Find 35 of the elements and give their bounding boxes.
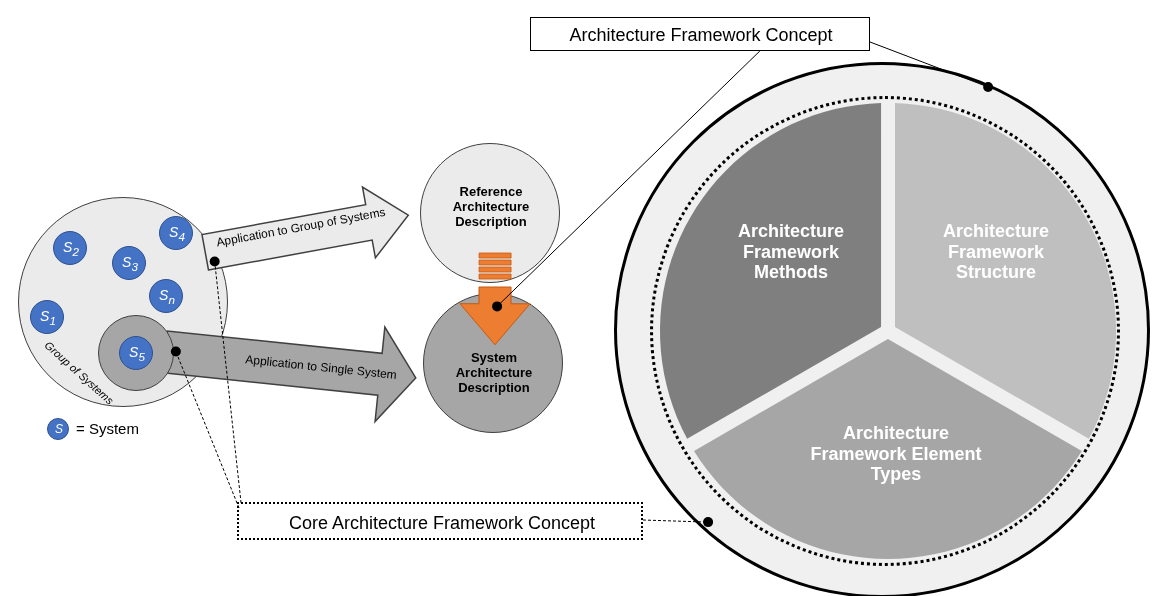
description-label: System Architecture Description xyxy=(454,350,534,396)
system-circle xyxy=(149,279,183,313)
description-label: Reference Architecture Description xyxy=(451,184,531,230)
leader-line xyxy=(209,256,242,504)
framework-sector xyxy=(694,339,1082,559)
system-label: S$_{3}$ xyxy=(121,254,139,274)
sector-label: Architecture Framework Element Types xyxy=(809,422,983,486)
leader-line xyxy=(170,346,240,509)
transition-arrow xyxy=(460,253,530,345)
system-circle xyxy=(119,336,153,370)
core-framework-circle xyxy=(650,96,1120,566)
legend-system-circle xyxy=(47,418,69,440)
arrow-label: Application to Group of Systems xyxy=(214,205,388,252)
system-circle xyxy=(30,300,64,334)
arrow-label: Application to Single System xyxy=(243,351,399,384)
leader-line xyxy=(492,50,761,312)
system-label: S$_{5}$ xyxy=(128,344,146,364)
system-circle xyxy=(159,216,193,250)
system-label: S$_{4}$ xyxy=(168,224,186,244)
definition-text: = System xyxy=(76,420,139,438)
system-label: S xyxy=(54,423,64,437)
sector-label: Architecture Framework Structure xyxy=(941,220,1050,283)
system-label: S$_{n}$ xyxy=(158,287,176,307)
leader-line xyxy=(642,517,714,528)
callout-text: Core Architecture Framework Concept xyxy=(287,512,597,534)
sector-label: Architecture Framework Methods xyxy=(736,220,845,283)
leader-line xyxy=(869,41,994,92)
callout-text: Architecture Framework Concept xyxy=(568,24,834,46)
application-arrow xyxy=(201,186,408,270)
callout-box xyxy=(237,502,643,540)
system-label: S$_{2}$ xyxy=(62,239,80,259)
system-label: S$_{1}$ xyxy=(39,308,57,328)
system-circle xyxy=(112,246,146,280)
system-circle xyxy=(53,231,87,265)
callout-box xyxy=(530,17,870,51)
